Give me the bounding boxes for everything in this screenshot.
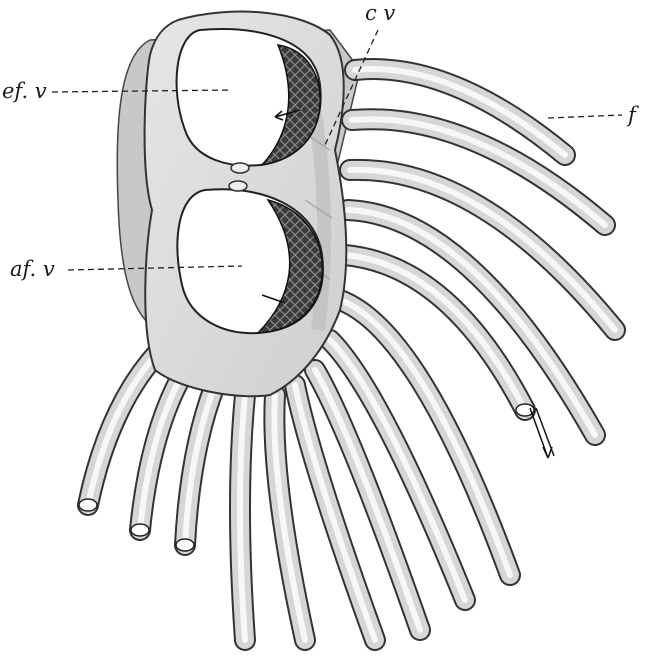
label-f: f [626, 103, 639, 127]
label-afv: af. v [10, 257, 55, 281]
filament-cut-end [79, 499, 97, 511]
efferent-vessel-opening [177, 29, 321, 166]
leader-line-f [548, 115, 622, 118]
label-cv: c v [365, 1, 395, 25]
filament-cut-end [131, 524, 149, 536]
filament-cut-end [176, 539, 194, 551]
label-efv: ef. v [2, 79, 47, 103]
